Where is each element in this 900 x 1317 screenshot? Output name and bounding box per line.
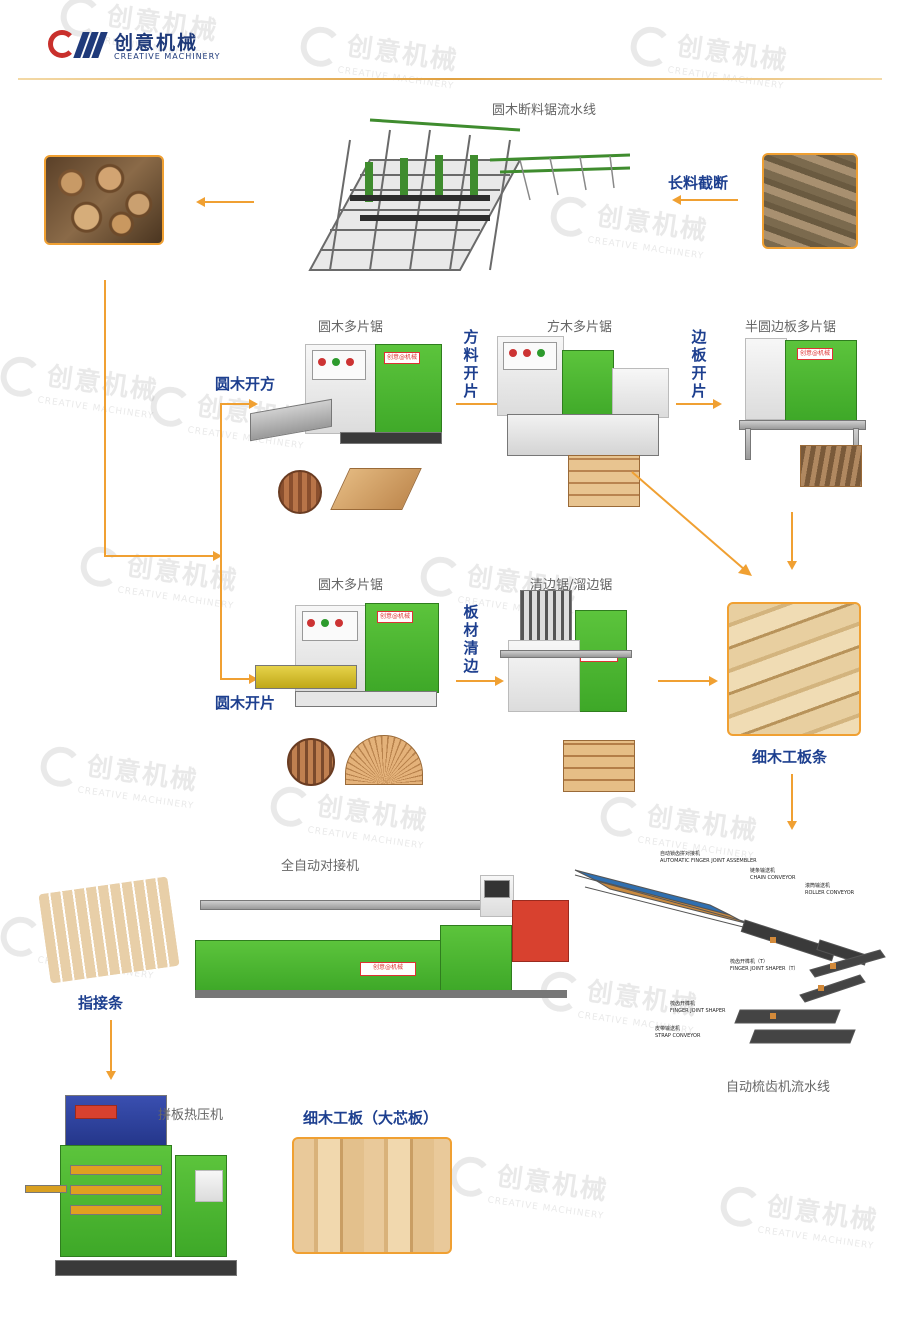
- arrow-down-icon: [106, 1071, 116, 1080]
- flow-trunk-line: [104, 280, 106, 557]
- sliced-log-section: [287, 738, 335, 786]
- flow-branch-line: [220, 678, 250, 680]
- arrow-right-icon: [709, 676, 718, 686]
- brand-name: 创意机械: [114, 32, 199, 54]
- arrow-down-icon: [787, 561, 797, 570]
- arrow-right-icon: [249, 399, 258, 409]
- auto-comb-line-diagram: 自动锁齿拼对接机 AUTOMATIC FINGER JOINT ASSEMBLE…: [570, 845, 890, 1045]
- edging-saw-label: 清边锯/溜边锯: [530, 578, 613, 593]
- flow-branch-line: [220, 403, 250, 405]
- arrow-line: [676, 403, 714, 405]
- blockboard-photo: [292, 1137, 452, 1254]
- hot-press-machine: [25, 1085, 245, 1295]
- logo-ring-icon: [48, 30, 76, 58]
- arrow-line: [791, 774, 793, 822]
- half-round-saw-machine: 创意@机械: [735, 334, 870, 460]
- log-squaring-label: 圆木开方: [215, 375, 276, 393]
- round-multi-saw-machine-2: 创意@机械: [255, 595, 445, 715]
- arrow-left-icon: [672, 195, 681, 205]
- finger-joint-label: 指接条: [78, 994, 124, 1012]
- round-multi-saw-machine: 创意@机械: [250, 336, 450, 456]
- auto-finger-jointer-machine: 创意@机械: [190, 870, 575, 1010]
- svg-text:STRAP CONVEYOR: STRAP CONVEYOR: [655, 1033, 701, 1039]
- round-multi-saw-label-2: 圆木多片锯: [318, 578, 384, 593]
- svg-text:FINGER JOINT SHAPER: FINGER JOINT SHAPER: [670, 1008, 726, 1014]
- fanned-slices: [345, 735, 423, 785]
- arrow-down-icon: [787, 821, 797, 830]
- long-cut-label: 长料截断: [668, 174, 729, 192]
- half-round-boards: [800, 445, 862, 487]
- hot-press-label: 拼板热压机: [158, 1108, 224, 1123]
- arrow-line: [110, 1020, 112, 1072]
- log-cutting-line-machine: [290, 100, 631, 280]
- arrow-right-icon: [213, 551, 222, 561]
- board-edging-label: 板材清边: [463, 603, 479, 675]
- square-multi-saw-machine: [497, 330, 672, 465]
- flow-branch-line: [104, 555, 214, 557]
- edged-boards: [563, 740, 635, 792]
- log-cutting-line-label: 圆木断料锯流水线: [492, 103, 597, 118]
- svg-text:FINGER JOINT SHAPER（T）: FINGER JOINT SHAPER（T）: [730, 966, 799, 972]
- round-log-section: [278, 470, 322, 514]
- edging-saw-machine: 创意@机械: [500, 590, 640, 730]
- brand-name-en: CREATIVE MACHINERY: [114, 52, 221, 61]
- svg-text:梳齿开榫机: 梳齿开榫机: [670, 1000, 695, 1007]
- arrow-line: [791, 512, 793, 562]
- brand-logo: 创意机械 CREATIVE MACHINERY: [48, 26, 228, 66]
- log-slicing-label: 圆木开片: [215, 694, 276, 712]
- svg-text:AUTOMATIC FINGER JOINT ASSEMBL: AUTOMATIC FINGER JOINT ASSEMBLER: [660, 858, 757, 864]
- square-multi-saw-label: 方木多片锯: [547, 320, 613, 335]
- diagonal-arrow: [631, 471, 752, 576]
- svg-text:ROLLER CONVEYOR: ROLLER CONVEYOR: [805, 890, 855, 896]
- arrow-left-icon: [196, 197, 205, 207]
- long-logs-photo: [762, 153, 858, 249]
- square-timber-boards: [568, 455, 640, 507]
- auto-finger-jointer-label: 全自动对接机: [281, 859, 360, 874]
- auto-comb-line-label: 自动梳齿机流水线: [726, 1080, 831, 1095]
- fine-strips-photo: [727, 602, 861, 736]
- edge-open-label: 边板开片: [691, 328, 707, 400]
- round-multi-saw-label: 圆木多片锯: [318, 320, 384, 335]
- svg-text:链条输送机: 链条输送机: [750, 867, 775, 874]
- arrow-line: [456, 680, 496, 682]
- finger-joint-photo: [38, 876, 180, 984]
- arrow-right-icon: [249, 674, 258, 684]
- header-divider: [18, 78, 882, 80]
- svg-text:梳齿开榫机（T）: 梳齿开榫机（T）: [730, 958, 768, 965]
- svg-text:自动锁齿拼对接机: 自动锁齿拼对接机: [660, 850, 700, 857]
- arrow-line: [658, 680, 710, 682]
- wood-pieces: [330, 468, 422, 510]
- svg-text:滚筒输送机: 滚筒输送机: [805, 882, 830, 889]
- half-round-saw-label: 半圆边板多片锯: [745, 320, 837, 335]
- logo-bars-icon: [73, 32, 108, 58]
- final-product-label: 细木工板（大芯板）: [303, 1109, 439, 1127]
- fine-strips-label: 细木工板条: [752, 748, 828, 766]
- flow-vertical-line: [220, 403, 222, 679]
- svg-text:CHAIN CONVEYOR: CHAIN CONVEYOR: [750, 875, 796, 881]
- arrow-line: [680, 199, 738, 201]
- arrow-line: [456, 403, 498, 405]
- square-open-label: 方料开片: [463, 328, 479, 400]
- arrow-line: [204, 201, 254, 203]
- arrow-right-icon: [713, 399, 722, 409]
- arrow-right-icon: [495, 676, 504, 686]
- raw-logs-photo: [44, 155, 164, 245]
- svg-text:皮带输送机: 皮带输送机: [655, 1025, 680, 1032]
